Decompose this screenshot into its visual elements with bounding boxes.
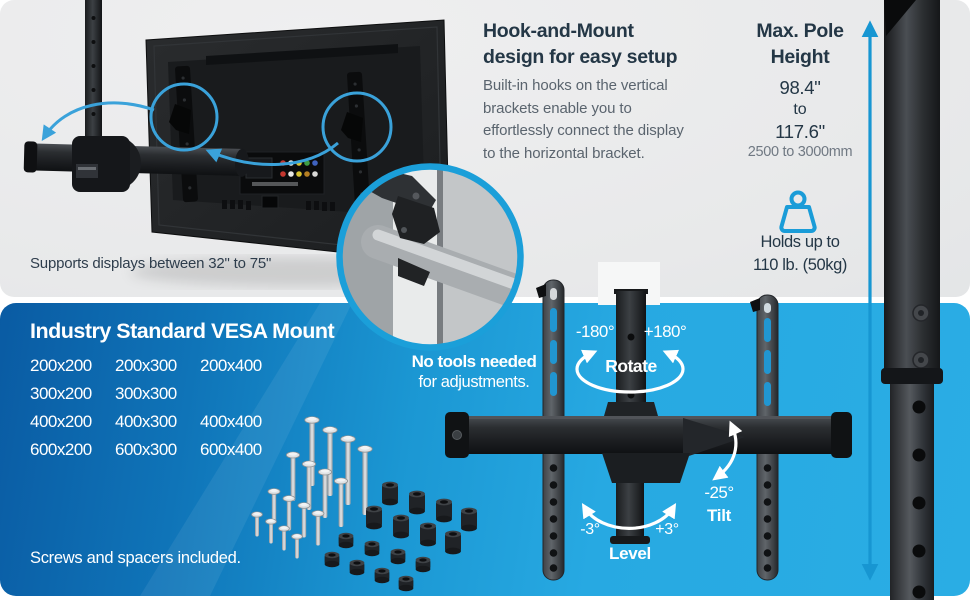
pole-height-min: 117.6" (775, 121, 825, 142)
vesa-size: 400x200 (30, 412, 92, 431)
level-minus-label: -3° (580, 521, 600, 538)
rotate-plus-label: +180° (643, 322, 687, 341)
highlight-circle-left (149, 82, 219, 152)
vesa-size: 200x200 (30, 356, 92, 375)
hook-pointer-arrow-left-icon (41, 101, 155, 142)
hook-mount-body: Built-in hooks on the vertical brackets … (483, 77, 684, 162)
pole-height-max: 98.4" (779, 77, 821, 98)
rotate-arrow-icon (575, 349, 685, 394)
vesa-bracket-illustration (445, 262, 852, 581)
level-plus-label: +3° (655, 521, 679, 538)
weight-capacity-text: Holds up to 110 lb. (50kg) (752, 233, 848, 274)
level-label: Level (609, 544, 651, 563)
vesa-size: 400x400 (200, 412, 262, 431)
no-tools-note: No tools needed for adjustments. (398, 352, 550, 393)
vesa-size: 200x400 (200, 356, 262, 375)
vesa-size: 300x200 (30, 384, 92, 403)
blue-panel-light-band (140, 303, 352, 596)
ceiling-pole (85, 0, 102, 150)
hook-pointer-arrow-right-icon (205, 141, 339, 166)
highlight-circle-right (321, 91, 393, 163)
hook-right (341, 112, 363, 142)
pole-height-metric: 2500 to 3000mm (747, 144, 853, 160)
tilt-label: Tilt (707, 506, 731, 525)
pole-height-range: 98.4" to 117.6" (727, 76, 873, 143)
no-tools-rest: for adjustments. (418, 373, 530, 391)
no-tools-bold: No tools needed (411, 352, 537, 371)
horizontal-bracket-bar (445, 412, 852, 458)
pole-height-title: Max. Pole Height (756, 20, 844, 68)
telescoping-pole-illustration (881, 0, 943, 600)
rotate-label: Rotate (605, 356, 657, 376)
pole-height-join: to (793, 101, 807, 118)
tilt-arrow-icon (712, 420, 743, 481)
vesa-title: Industry Standard VESA Mount (30, 319, 335, 343)
magnifier-bubble (336, 163, 524, 351)
vesa-size: 600x400 (200, 440, 262, 459)
vesa-size: 600x200 (30, 440, 92, 459)
level-arrow-icon (581, 502, 677, 531)
mount-hub (72, 136, 141, 192)
screws-note: Screws and spacers included. (30, 549, 241, 567)
tv-vents (222, 195, 335, 211)
magnifier-ring (336, 163, 524, 351)
vesa-size: 200x300 (115, 356, 177, 375)
hook-left (169, 104, 191, 134)
tv-ports (239, 151, 325, 195)
tilt-value-label: -25° (704, 483, 734, 502)
hook-mount-title: Hook-and-Mount design for easy setup (483, 20, 678, 68)
vesa-size: 300x300 (115, 384, 177, 403)
rotate-minus-label: -180° (575, 322, 615, 341)
center-pole (616, 291, 646, 406)
vesa-size: 400x300 (115, 412, 177, 431)
weight-capacity-icon (779, 190, 817, 233)
supports-note: Supports displays between 32" to 75" (30, 255, 272, 272)
vesa-size: 600x300 (115, 440, 177, 459)
vesa-size (200, 380, 285, 408)
vesa-size-grid: 200x200 200x300 200x400 300x200 300x300 … (30, 352, 285, 464)
